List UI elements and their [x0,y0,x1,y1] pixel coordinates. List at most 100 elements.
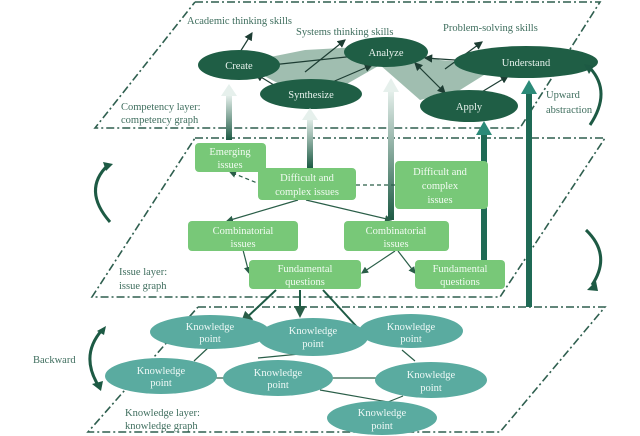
node-emerging-issues-line2: issues [217,160,242,171]
node-apply[interactable] [420,90,518,122]
knowledge-point-node[interactable] [375,362,487,398]
node-synthesize-label: Synthesize [288,90,334,101]
node-analyze-label: Analyze [369,48,404,59]
issue-layer-right-cycle-arrow [584,228,603,286]
node-combinatorial-left-line2: issues [230,239,255,250]
knowledge-point-sublabel: point [199,334,221,345]
node-fundamental-right-line2: questions [440,277,480,288]
node-create[interactable] [198,50,280,80]
node-understand-label: Understand [502,58,551,69]
node-synthesize[interactable] [260,79,362,109]
arrow-combinatorial-to-analyze-shaft [388,90,394,220]
edge-apply-understand [479,75,510,94]
node-fundamental-left-line1: Fundamental [278,264,333,275]
arrow-combinatorial-to-analyze-head [383,78,399,92]
knowledge-point-label: Knowledge [137,366,186,377]
node-understand[interactable] [454,46,598,78]
node-create-label: Create [225,61,253,72]
node-combinatorial-left-line1: Combinatorial [213,226,274,237]
edge-combinatorial-left-fundamental [242,249,251,275]
edge-fundamental-kp1 [240,289,277,324]
systems-skill-arrow [304,39,346,73]
knowledge-point-node[interactable] [105,358,217,394]
knowledge-point-sublabel: point [420,383,442,394]
knowledge-point-sublabel: point [371,421,393,432]
competency-layer-label: Competency layer: [121,102,201,113]
node-combinatorial-right-line2: issues [383,239,408,250]
edge-fundamental-kp3 [322,289,358,328]
issue-layer-right-cycle-arrowhead [587,281,598,291]
edge-analyze-apply [414,62,446,94]
node-emerging-issues[interactable] [195,143,266,172]
knowledge-node-labels: Knowledge point Knowledge point Knowledg… [137,322,456,432]
node-combinatorial-right-line1: Combinatorial [366,226,427,237]
arrow-knowledge-to-understand-shaft [526,92,532,307]
knowledge-point-sublabel: point [150,378,172,389]
arrow-knowledge-to-understand-head [521,80,537,94]
node-difficult-left-line1: Difficult and [280,173,335,184]
knowledge-point-node[interactable] [150,315,270,349]
node-combinatorial-issues-right[interactable] [344,221,449,251]
node-fundamental-questions-right[interactable] [415,260,505,289]
knowledge-point-sublabel: point [267,380,289,391]
knowledge-point-label: Knowledge [407,370,456,381]
edge-synthesize-analyze [329,63,374,84]
node-combinatorial-issues-left[interactable] [188,221,298,251]
arrow-difficult-to-synthesize-shaft [307,118,313,168]
knowledge-point-node[interactable] [327,401,437,435]
systems-skills-label: Systems thinking skills [296,27,393,38]
edge-combinatorial-right-fundamental-left [361,250,396,274]
edge-difficult-emerging-dashed [228,170,263,186]
backward-curve-arrowhead-top [97,326,106,335]
academic-skill-arrow [239,31,253,53]
knowledge-point-label: Knowledge [358,408,407,419]
node-emerging-issues-line1: Emerging [209,147,251,158]
arrow-emerging-to-create-shaft [226,95,232,140]
issue-layer-label: Issue layer: [119,267,167,278]
knowledge-point-node[interactable] [258,318,368,356]
edge-difficult-combinatorial-left [225,199,299,223]
backward-curve-arrow [88,329,104,386]
arrow-fundamental-to-apply-head [476,121,492,135]
issue-layer-left-cycle-arrowhead [103,162,113,171]
node-difficult-right-line3: issues [427,195,452,206]
knowledge-point-label: Knowledge [186,322,235,333]
knowledge-point-sublabel: point [302,339,324,350]
issue-layer-sublabel: issue graph [119,281,167,292]
knowledge-point-label: Knowledge [289,326,338,337]
issue-layer-left-cycle-arrow [94,163,112,223]
knowledge-nodes [105,314,487,435]
edge-combinatorial-right-fundamental-right [397,250,416,274]
node-difficult-issues-right[interactable] [395,161,488,209]
arrow-difficult-to-synthesize-head [302,108,318,120]
node-analyze[interactable] [344,37,428,67]
backward-curve-arrowhead [92,381,103,391]
knowledge-layer-label: Knowledge layer: [125,408,200,419]
arrow-emerging-to-create-head [221,84,237,96]
knowledge-point-sublabel: point [400,334,422,345]
knowledge-point-label: Knowledge [254,368,303,379]
node-fundamental-right-line1: Fundamental [433,264,488,275]
node-fundamental-left-line2: questions [285,277,325,288]
issue-layer-border [90,137,607,298]
knowledge-layer-sublabel: knowledge graph [125,421,198,432]
node-difficult-right-line1: Difficult and [413,167,468,178]
knowledge-point-node[interactable] [359,314,463,348]
node-difficult-right-line2: complex [422,181,459,192]
academic-skills-label: Academic thinking skills [187,16,292,27]
node-fundamental-questions-left[interactable] [249,260,361,289]
upward-abstraction-curve-arrow [588,66,603,126]
knowledge-point-node[interactable] [223,360,333,396]
edge-difficult-combinatorial-right [305,199,393,223]
upward-abstraction-arrowhead [584,64,594,74]
knowledge-point-label: Knowledge [387,322,436,333]
upward-abstraction-label: Upward [546,90,581,101]
upward-abstraction-sublabel: abstraction [546,105,593,116]
problem-skills-label: Problem-solving skills [443,23,538,34]
node-difficult-left-line2: complex issues [275,187,339,198]
competency-layer-sublabel: competency graph [121,115,199,126]
backward-label: Backward [33,355,76,366]
node-apply-label: Apply [456,102,483,113]
node-difficult-issues-left[interactable] [258,168,356,200]
